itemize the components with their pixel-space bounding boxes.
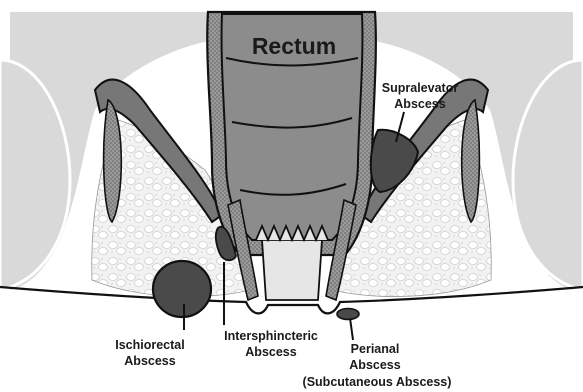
obturator-left — [104, 100, 122, 222]
intersphincteric-label-line1: Intersphincteric — [224, 329, 318, 343]
anal-canal — [262, 240, 322, 300]
obturator-right — [462, 100, 480, 222]
perianal-pointer — [350, 318, 353, 340]
perianal-abscess-shape — [337, 309, 359, 320]
supralevator-label-line1: Supralevator — [382, 81, 459, 95]
supralevator-label-line2: Abscess — [394, 97, 445, 111]
ischiorectal-abscess-shape — [153, 261, 211, 317]
perianal-label-line2: Abscess — [349, 358, 400, 372]
ischiorectal-label-line1: Ischiorectal — [115, 338, 184, 352]
ischiorectal-label-line2: Abscess — [124, 354, 175, 368]
intersphincteric-label-line2: Abscess — [245, 345, 296, 359]
perianal-label-line3: (Subcutaneous Abscess) — [303, 375, 452, 389]
rectum-title: Rectum — [252, 33, 336, 59]
perianal-label-line1: Perianal — [351, 342, 400, 356]
